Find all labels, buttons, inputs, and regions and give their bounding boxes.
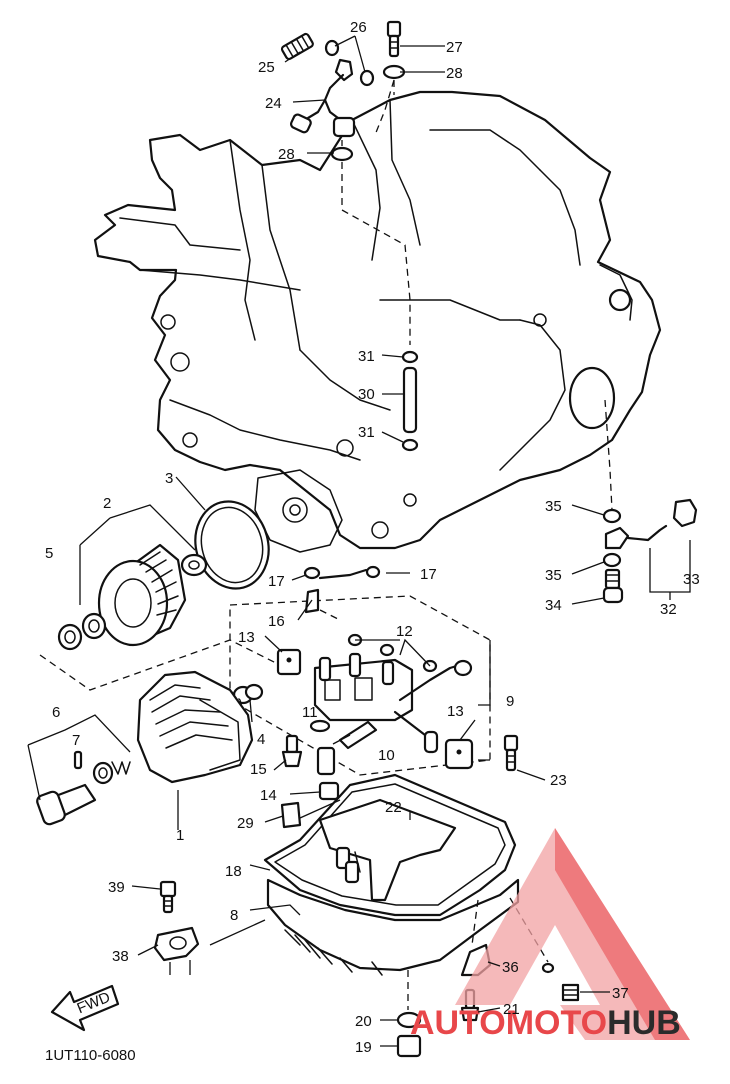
callout-5: 5 <box>45 545 53 562</box>
callout-27: 27 <box>446 39 463 56</box>
callout-24: 24 <box>265 95 282 112</box>
oil-level-part-38 <box>153 880 266 975</box>
callout-35-upper: 35 <box>545 498 562 515</box>
oil-cooler-assembly-9 <box>39 565 491 776</box>
callout-20: 20 <box>355 1013 372 1030</box>
oil-pan <box>249 734 520 976</box>
diagram-code: 1UT110-6080 <box>45 1047 136 1064</box>
callout-17-left: 17 <box>268 573 285 590</box>
callout-17-right: 17 <box>420 566 437 583</box>
callout-29: 29 <box>237 815 254 832</box>
crankcase <box>93 90 662 553</box>
oil-delivery-top <box>280 20 411 345</box>
callout-3: 3 <box>165 470 173 487</box>
callout-12: 12 <box>396 623 413 640</box>
callout-8: 8 <box>230 907 238 924</box>
callout-36: 36 <box>502 959 519 976</box>
watermark-word2: MOTO <box>506 1004 607 1042</box>
oil-filter-assembly <box>57 500 270 651</box>
callout-4: 4 <box>257 731 265 748</box>
callout-28-top: 28 <box>446 65 463 82</box>
callout-14: 14 <box>260 787 277 804</box>
callout-2: 2 <box>103 495 111 512</box>
callout-37: 37 <box>612 985 629 1002</box>
callout-7: 7 <box>72 732 80 749</box>
svg-text:AUTOMOTOHUB: AUTOMOTOHUB <box>410 1004 681 1042</box>
callout-15: 15 <box>250 761 267 778</box>
callout-34: 34 <box>545 597 562 614</box>
callout-6: 6 <box>52 704 60 721</box>
callout-13-left: 13 <box>238 629 255 646</box>
callout-13-right: 13 <box>447 703 464 720</box>
callout-19: 19 <box>355 1039 372 1056</box>
filter-cover-1 <box>27 670 254 830</box>
oil-pipe-30 <box>401 350 419 452</box>
callout-30: 30 <box>358 386 375 403</box>
callout-10: 10 <box>378 747 395 764</box>
callout-39: 39 <box>108 879 125 896</box>
callout-31-upper: 31 <box>358 348 375 365</box>
callout-18: 18 <box>225 863 242 880</box>
callout-9: 9 <box>506 693 514 710</box>
callout-11: 11 <box>302 704 318 721</box>
callout-33: 33 <box>683 571 700 588</box>
watermark-logo: AUTOMOTOHUB <box>410 828 690 1042</box>
callout-28-lower: 28 <box>278 146 295 163</box>
callout-23: 23 <box>550 772 567 789</box>
callout-leaders <box>131 35 610 1047</box>
oil-line-33-group <box>602 399 698 604</box>
watermark-word3: HUB <box>607 1004 681 1042</box>
callout-38: 38 <box>112 948 129 965</box>
callout-21: 21 <box>503 1001 520 1018</box>
callout-31-lower: 31 <box>358 424 375 441</box>
callout-16: 16 <box>268 613 285 630</box>
callout-labels: 26 25 27 28 24 28 31 30 31 3 2 5 35 35 3… <box>45 19 700 1056</box>
callout-25: 25 <box>258 59 275 76</box>
callout-22: 22 <box>385 799 402 816</box>
callout-32: 32 <box>660 601 677 618</box>
callout-1: 1 <box>176 827 184 844</box>
forward-arrow: FWD <box>50 984 120 1032</box>
callout-26: 26 <box>350 19 367 36</box>
callout-35-lower: 35 <box>545 567 562 584</box>
